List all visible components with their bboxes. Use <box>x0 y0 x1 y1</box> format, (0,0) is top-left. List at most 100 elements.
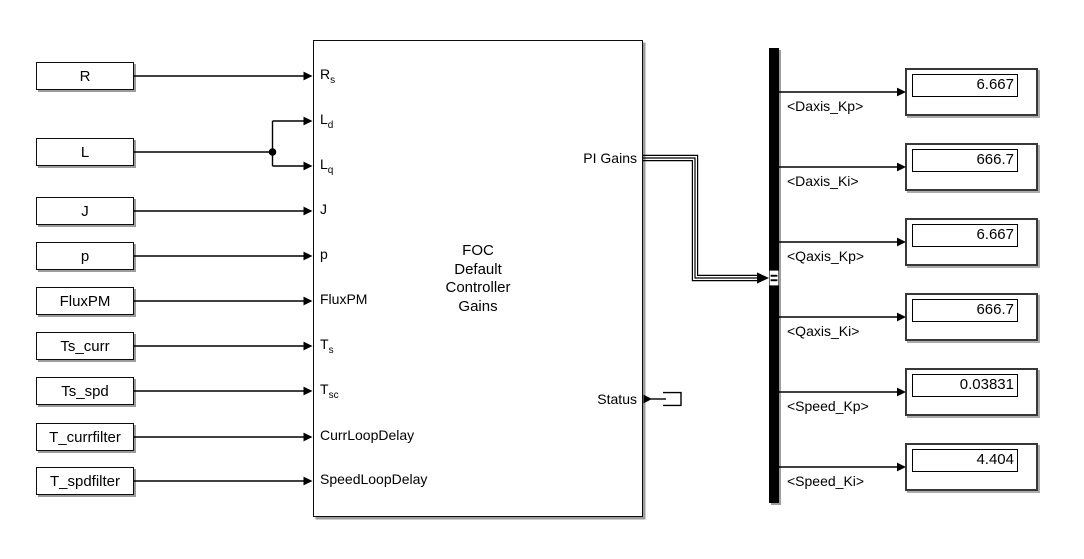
input-port-label-speedloopdelay: SpeedLoopDelay <box>320 471 427 491</box>
wire-t-currfilter[interactable] <box>134 432 313 442</box>
arrowhead-icon[interactable] <box>303 116 313 126</box>
input-port-label-j: J <box>320 201 327 221</box>
display-value: 6.667 <box>912 224 1018 247</box>
arrowhead-icon[interactable] <box>757 272 769 284</box>
constant-block-l[interactable]: L <box>36 138 134 166</box>
wire-speed-ki-to-display[interactable] <box>779 462 906 472</box>
constant-block-t-currfilter[interactable]: T_currfilter <box>36 423 134 451</box>
display-value: 0.03831 <box>912 374 1018 397</box>
output-port-label-status: Status <box>597 390 637 407</box>
arrowhead-icon[interactable] <box>303 476 313 486</box>
constant-label: T_currfilter <box>49 428 121 446</box>
controller-title-line: FOC <box>462 242 494 259</box>
bus-line[interactable] <box>643 157 758 279</box>
constant-block-ts-curr[interactable]: Ts_curr <box>36 332 134 360</box>
bus-selector-block[interactable] <box>769 48 779 503</box>
wire-qaxis-kp-to-display[interactable] <box>779 237 906 247</box>
port-label-text: FluxPM <box>320 290 368 307</box>
wire-ts-spd[interactable] <box>134 386 313 396</box>
output-port-label-pi-gains: PI Gains <box>583 149 637 166</box>
arrowhead-icon[interactable] <box>303 296 313 306</box>
display-block-daxis-kp[interactable]: 6.667 <box>905 68 1038 116</box>
input-port-label-ld: Ld <box>320 111 333 131</box>
port-label-subscript: s <box>328 344 334 356</box>
terminator-icon[interactable] <box>663 391 682 407</box>
port-label-subscript: d <box>327 119 334 131</box>
display-value: 6.667 <box>912 74 1018 97</box>
port-label-text: T <box>320 380 329 397</box>
constant-block-j[interactable]: J <box>36 197 134 225</box>
constant-label: L <box>80 143 90 161</box>
arrowhead-icon[interactable] <box>643 394 653 404</box>
bus-signal-label-qaxis-kp: <Qaxis_Kp> <box>787 248 865 264</box>
input-port-label-ts: Ts <box>320 336 334 356</box>
arrowhead-icon[interactable] <box>303 386 313 396</box>
input-port-label-lq: Lq <box>320 156 333 176</box>
input-port-label-rs: Rs <box>320 66 335 86</box>
terminator-block[interactable] <box>663 391 682 407</box>
branch-junction-dot <box>268 148 277 156</box>
display-block-daxis-ki[interactable]: 666.7 <box>905 143 1038 191</box>
wire-p-to-p[interactable] <box>134 251 313 261</box>
constant-label: Ts_curr <box>60 337 110 355</box>
port-label-text: J <box>320 200 327 217</box>
port-label-subscript: q <box>327 164 334 176</box>
wire-r-to-rs[interactable] <box>134 71 313 81</box>
port-label-text: p <box>320 245 328 262</box>
constant-block-r[interactable]: R <box>36 62 134 90</box>
constant-label: T_spdfilter <box>49 472 121 490</box>
port-label-text: T <box>320 335 329 352</box>
constant-label: J <box>81 202 89 220</box>
arrowhead-icon[interactable] <box>303 206 313 216</box>
port-label-text: CurrLoopDelay <box>320 426 415 443</box>
display-value: 666.7 <box>912 149 1018 172</box>
controller-title-line: Default <box>454 260 502 278</box>
wire-j-to-j[interactable] <box>134 206 313 216</box>
arrowhead-icon[interactable] <box>303 341 313 351</box>
constant-label: R <box>79 67 91 85</box>
wire-pi-gains-bus[interactable] <box>643 154 769 284</box>
constant-block-fluxpm[interactable]: FluxPM <box>36 287 134 315</box>
bus-signal-label-speed-ki: <Speed_Ki> <box>787 473 865 489</box>
display-value: 4.404 <box>912 449 1018 472</box>
wire-qaxis-ki-to-display[interactable] <box>779 312 906 322</box>
bus-line[interactable] <box>643 160 758 282</box>
constant-block-t-spdfilter[interactable]: T_spdfilter <box>36 467 134 495</box>
input-port-label-currloopdelay: CurrLoopDelay <box>320 427 414 447</box>
display-block-qaxis-kp[interactable]: 6.667 <box>905 218 1038 266</box>
display-block-qaxis-ki[interactable]: 666.7 <box>905 293 1038 341</box>
controller-title-line: Controller <box>445 279 511 296</box>
bus-line[interactable] <box>643 154 758 276</box>
constant-label: p <box>80 247 90 265</box>
display-block-speed-ki[interactable]: 4.404 <box>905 443 1038 491</box>
arrowhead-icon[interactable] <box>303 432 313 442</box>
wire-t-spdfilter[interactable] <box>134 476 313 486</box>
wire-l-to-ld-lq[interactable] <box>134 116 313 171</box>
wire-status-to-terminator[interactable] <box>643 394 667 404</box>
constant-block-p[interactable]: p <box>36 242 134 270</box>
arrowhead-icon[interactable] <box>303 161 313 171</box>
display-block-speed-kp[interactable]: 0.03831 <box>905 368 1038 416</box>
controller-gains-block[interactable]: Rs Ld Lq J p FluxPM Ts Tsc CurrLoopDelay… <box>313 40 643 517</box>
bus-signal-label-daxis-kp: <Daxis_Kp> <box>787 98 864 114</box>
port-label-subscript: s <box>330 74 336 86</box>
arrowhead-icon[interactable] <box>303 251 313 261</box>
wire-fluxpm[interactable] <box>134 296 313 306</box>
bus-signal-label-daxis-ki: <Daxis_Ki> <box>787 173 859 189</box>
wire-speed-kp-to-display[interactable] <box>779 387 906 397</box>
wire-ts-curr[interactable] <box>134 341 313 351</box>
input-port-label-tsc: Tsc <box>320 381 339 401</box>
bus-signal-label-qaxis-ki: <Qaxis_Ki> <box>787 323 860 339</box>
display-value: 666.7 <box>912 299 1018 322</box>
input-port-label-p: p <box>320 246 328 266</box>
wire-daxis-kp-to-display[interactable] <box>779 87 906 97</box>
controller-title: FOC Default Controller Gains <box>314 242 642 316</box>
port-label-text: SpeedLoopDelay <box>320 470 428 487</box>
bus-signal-label-speed-kp: <Speed_Kp> <box>787 398 869 414</box>
port-label-text: L <box>320 110 328 127</box>
arrowhead-icon[interactable] <box>303 71 313 81</box>
wire-daxis-ki-to-display[interactable] <box>779 162 906 172</box>
constant-block-ts-spd[interactable]: Ts_spd <box>36 377 134 405</box>
port-label-subscript: sc <box>328 389 339 401</box>
controller-title-line: Gains <box>458 297 498 315</box>
